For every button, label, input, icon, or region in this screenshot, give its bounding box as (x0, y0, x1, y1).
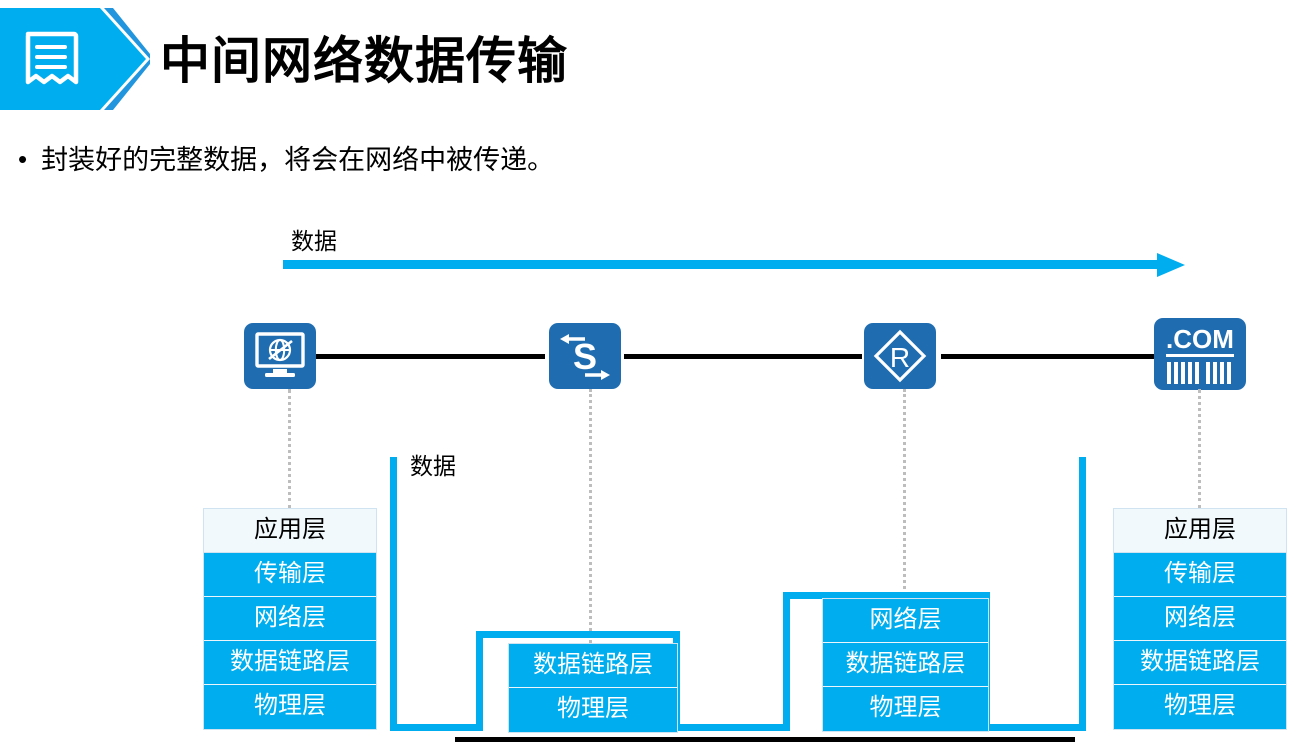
switch-icon[interactable]: S (549, 323, 621, 389)
flow-label: 数据 (291, 228, 337, 254)
layer-cell: 物理层 (1114, 685, 1286, 729)
dropper-router (903, 389, 906, 601)
layer-cell: 数据链路层 (1114, 641, 1286, 685)
dropper-server (1198, 389, 1201, 509)
layer-cell: 物理层 (823, 687, 988, 731)
protocol-stack-switch: 数据链路层 物理层 (508, 643, 678, 733)
switch-s-glyph: S (560, 334, 610, 380)
layer-cell: 物理层 (204, 685, 376, 729)
layer-cell: 数据链路层 (204, 641, 376, 685)
dot-com-server-glyph: .COM (1166, 324, 1234, 384)
link-switch-router (624, 354, 862, 359)
protocol-stack-server: 应用层 传输层 网络层 数据链路层 物理层 (1113, 508, 1287, 730)
monitor-globe-glyph (255, 332, 305, 377)
layer-cell: 网络层 (823, 599, 988, 643)
layer-cell: 应用层 (204, 509, 376, 553)
protocol-stack-router: 网络层 数据链路层 物理层 (822, 598, 989, 732)
link-host-switch (316, 354, 545, 359)
layer-cell: 应用层 (1114, 509, 1286, 553)
svg-text:S: S (573, 336, 597, 377)
protocol-stack-host: 应用层 传输层 网络层 数据链路层 物理层 (203, 508, 377, 730)
layer-cell: 数据链路层 (823, 643, 988, 687)
svg-text:.COM: .COM (1166, 324, 1234, 354)
router-icon[interactable]: R (864, 323, 936, 389)
dropper-switch (589, 389, 592, 648)
bullet-row: • 封装好的完整数据，将会在网络中被传递。 (18, 142, 554, 178)
dropper-host (288, 389, 291, 509)
server-icon[interactable]: .COM (1154, 318, 1246, 390)
pc-host-icon[interactable] (244, 323, 316, 389)
layer-cell: 传输层 (1114, 553, 1286, 597)
layer-cell: 物理层 (509, 688, 677, 732)
bracket-label-data: 数据 (410, 453, 456, 479)
layer-cell: 传输层 (204, 553, 376, 597)
bullet-text: 封装好的完整数据，将会在网络中被传递。 (41, 145, 555, 175)
layer-cell: 网络层 (204, 597, 376, 641)
data-flow-arrow (283, 253, 1185, 277)
layer-cell: 数据链路层 (509, 644, 677, 688)
bullet-marker: • (18, 144, 28, 174)
svg-text:R: R (890, 342, 910, 373)
page-title: 中间网络数据传输 (160, 33, 568, 89)
bottom-divider (455, 737, 1075, 742)
receipt-document-icon (25, 31, 79, 85)
title-banner: 中间网络数据传输 (0, 8, 640, 110)
layer-cell: 网络层 (1114, 597, 1286, 641)
link-router-server (941, 354, 1154, 359)
router-r-glyph: R (873, 329, 927, 383)
bracket-router-server (1079, 457, 1087, 731)
